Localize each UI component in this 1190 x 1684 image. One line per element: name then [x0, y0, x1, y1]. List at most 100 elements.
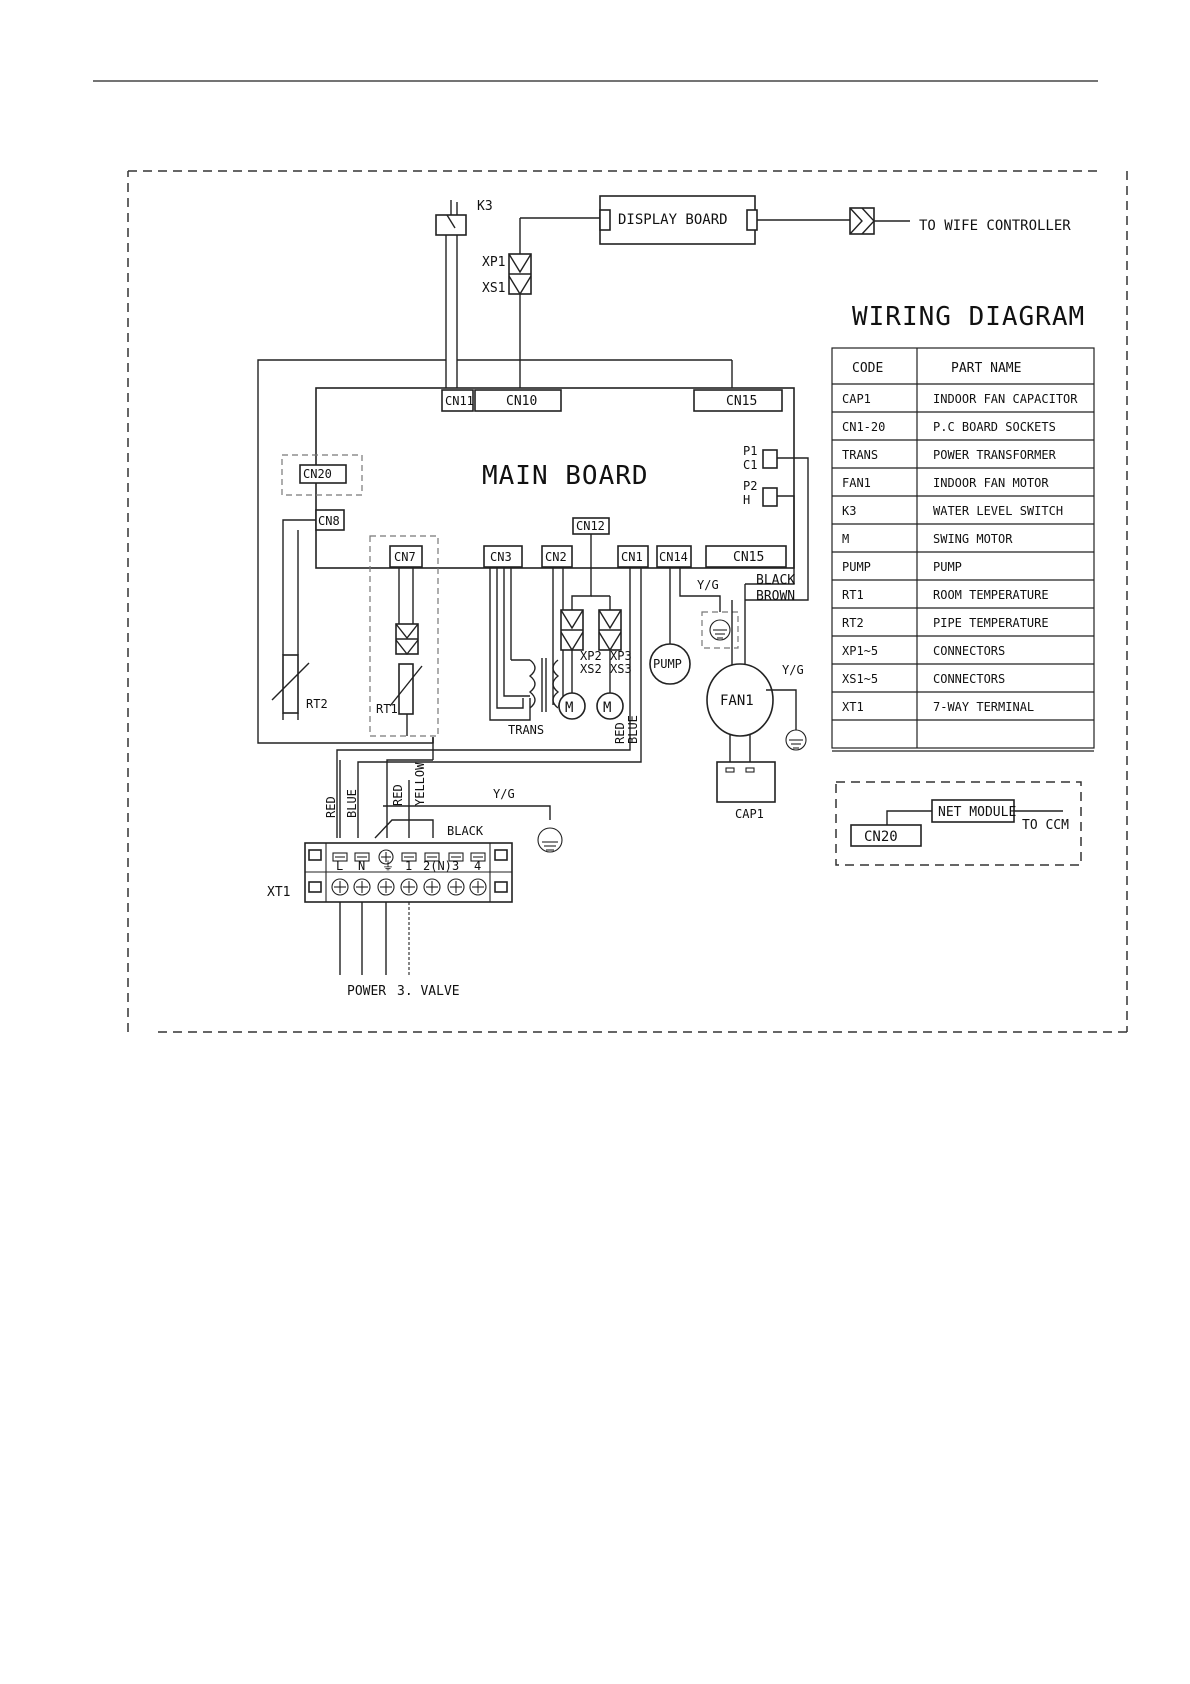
terminal-label: 3	[452, 859, 459, 873]
socket-cn7	[389, 545, 423, 568]
socket-cn14	[656, 545, 692, 568]
table-cell-code: PUMP	[842, 560, 871, 574]
table-cell-part-name: PIPE TEMPERATURE	[933, 616, 1049, 630]
wire-cn1-red	[336, 567, 631, 838]
valve-label: 3. VALVE	[397, 984, 460, 999]
swing-motor-2	[596, 692, 624, 720]
terminal-label: N	[358, 859, 365, 873]
blue-label-cn1: BLUE	[626, 715, 640, 744]
net-module-zone	[835, 781, 1082, 866]
table-cell-part-name: CONNECTORS	[933, 644, 1005, 658]
socket-cn7-label: CN7	[394, 550, 416, 564]
black-wire-label: BLACK	[756, 573, 795, 588]
blue-label-terminal: BLUE	[345, 789, 359, 818]
wire-black-jumper	[374, 819, 434, 839]
socket-cn3-label: CN3	[490, 550, 512, 564]
socket-cn15-bottom-label: CN15	[733, 550, 764, 565]
table-header-part-name: PART NAME	[951, 361, 1021, 376]
xp1-label: XP1	[482, 255, 505, 270]
yg-label-fan: Y/G	[782, 663, 804, 677]
table-cell-code: TRANS	[842, 448, 878, 462]
table-cell-code: XP1~5	[842, 644, 878, 658]
table-cell-code: M	[842, 532, 849, 546]
parts-table: CODE PART NAME CAP1 INDOOR FAN CAPACITOR CN1…	[831, 347, 1095, 752]
yg-label-terminal: Y/G	[493, 787, 515, 801]
thermistor-rt1	[398, 663, 414, 715]
table-header-code: CODE	[852, 361, 883, 376]
red-label-cn1: RED	[613, 722, 627, 744]
pump	[649, 643, 691, 685]
yg-label-pump: Y/G	[697, 578, 719, 592]
table-cell-code: CAP1	[842, 392, 871, 406]
table-cell-part-name: INDOOR FAN CAPACITOR	[933, 392, 1078, 406]
table-cell-part-name: ROOM TEMPERATURE	[933, 588, 1049, 602]
connector-xp3-xs3	[598, 609, 622, 652]
pump-ground-zone	[701, 611, 739, 649]
terminal-screw-icon	[400, 878, 418, 896]
table-cell-code: CN1-20	[842, 420, 885, 434]
table-cell-code: K3	[842, 504, 856, 518]
rt1-label: RT1	[376, 702, 398, 716]
terminal-top-slot	[424, 852, 440, 862]
socket-cn10-label: CN10	[506, 394, 537, 409]
table-cell-part-name: INDOOR FAN MOTOR	[933, 476, 1049, 490]
socket-cn20	[299, 464, 347, 484]
wire-cn1-blue	[357, 567, 642, 838]
rt2-label: RT2	[306, 697, 328, 711]
xp3-label: XP3	[610, 649, 632, 663]
transformer: TRANS	[489, 567, 560, 737]
terminal-label: 1	[405, 859, 412, 873]
swing-motor-1-label: M	[565, 700, 573, 716]
capacitor	[716, 761, 776, 803]
terminal-screw-icon	[331, 878, 349, 896]
table-cell-part-name: P.C BOARD SOCKETS	[933, 420, 1056, 434]
socket-cn2-label: CN2	[545, 550, 567, 564]
socket-cn15-top-label: CN15	[726, 394, 757, 409]
main-board-label: MAIN BOARD	[482, 461, 649, 491]
connector-rt1	[395, 623, 419, 656]
socket-cn1	[617, 545, 649, 568]
socket-cn15-top	[693, 389, 783, 412]
table-cell-part-name: CONNECTORS	[933, 672, 1005, 686]
terminal-screw-icon	[353, 878, 371, 896]
socket-cn11-label: CN11	[445, 394, 474, 408]
swing-motor-2-label: M	[603, 700, 611, 716]
socket-cn11	[441, 389, 474, 412]
table-row: CAP1 INDOOR FAN CAPACITOR	[842, 392, 1078, 406]
terminal-screw-icon	[377, 878, 395, 896]
p2-label: P2	[743, 479, 757, 493]
xs2-label: XS2	[580, 662, 602, 676]
to-ccm-label: TO CCM	[1022, 818, 1069, 833]
rt1-zone	[369, 535, 439, 737]
yellow-label: YELLOW	[413, 762, 427, 806]
socket-cn2	[541, 545, 573, 568]
red-label-valve: RED	[391, 784, 405, 806]
brown-wire-label: BROWN	[756, 589, 795, 604]
terminal-screw-icon	[447, 878, 465, 896]
pump-label: PUMP	[653, 657, 682, 671]
socket-cn3	[483, 545, 523, 568]
k3-switch: K3	[435, 199, 493, 390]
p1-label: P1	[743, 444, 757, 458]
socket-p2-h	[762, 487, 778, 507]
socket-cn1-label: CN1	[621, 550, 643, 564]
table-cell-code: RT2	[842, 616, 864, 630]
table-cell-code: RT1	[842, 588, 864, 602]
terminal-label: L	[336, 859, 343, 873]
xs3-label: XS3	[610, 662, 632, 676]
wire-rt2-a	[282, 519, 316, 655]
table-row: RT2 PIPE TEMPERATURE	[842, 616, 1049, 630]
terminal-top-slot	[332, 852, 348, 862]
wire-yg-terminal	[383, 805, 551, 820]
xt1-label: XT1	[267, 885, 290, 900]
table-cell-code: XT1	[842, 700, 864, 714]
terminal-top-slot	[470, 852, 486, 862]
terminal-screw-icon	[423, 878, 441, 896]
xs1-label: XS1	[482, 281, 505, 296]
